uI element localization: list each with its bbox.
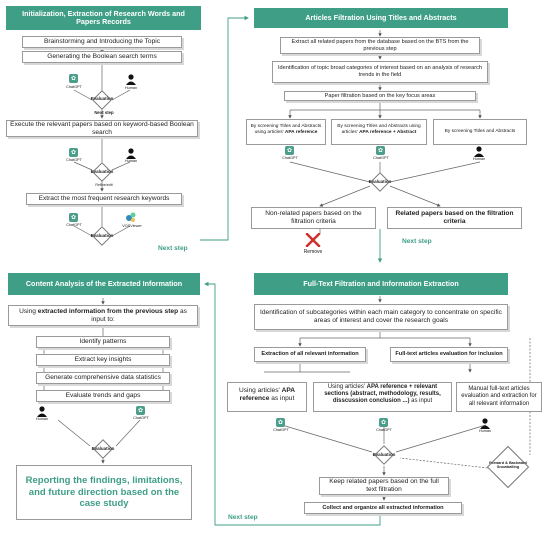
next-step-label: Next step — [402, 238, 432, 245]
remove-x-icon — [305, 233, 321, 247]
option-text: Using articles' — [327, 384, 367, 390]
panel2-option-apa: By screening Titles and Abstracts using … — [246, 119, 326, 145]
panel1-step-boolean: Generating the Boolean search terms — [22, 51, 182, 63]
human-icon — [126, 74, 136, 85]
panel4-option-apa: Using articles' APA reference as input — [227, 382, 307, 412]
vosviewer-icon — [126, 212, 136, 222]
panel3-item-insights: Extract key insights — [36, 354, 170, 366]
chatgpt-label: ChatGPT — [66, 85, 82, 89]
input-text: Using — [19, 308, 38, 315]
evaluation-label: Evaluation — [91, 446, 115, 451]
chatgpt-icon: ✿ — [285, 146, 294, 155]
human-icon — [126, 148, 136, 159]
option-text: as input — [409, 398, 433, 405]
panel3-input: Using extracted information from the pre… — [8, 305, 198, 326]
human-label: Human — [124, 159, 138, 163]
option-bold-text: APA reference — [239, 387, 296, 402]
refine-label: Refine/edit — [95, 183, 113, 187]
chatgpt-icon: ✿ — [69, 74, 78, 83]
panel4-collect: Collect and organize all extracted infor… — [304, 502, 462, 514]
chatgpt-label: ChatGPT — [133, 416, 149, 420]
evaluation-label: Evaluation — [90, 233, 114, 238]
input-text: as input to: — [91, 308, 187, 323]
next-step-label: Next step — [158, 245, 188, 252]
panel2-step-identify: Identification of topic broad categories… — [272, 61, 488, 83]
panel3-header: Content Analysis of the Extracted Inform… — [8, 273, 200, 295]
chatgpt-label: ChatGPT — [282, 156, 298, 160]
panel4-extract-all: Extraction of all relevant information — [254, 347, 366, 362]
panel2-option-manual: By screening Titles and Abstracts — [433, 119, 527, 145]
human-label: Human — [35, 417, 49, 421]
panel1-step-execute: Execute the relevant papers based on key… — [6, 120, 198, 137]
evaluation-label: Evaluation — [90, 96, 114, 101]
panel4-option-manual: Manual full-text articles evaluation and… — [456, 382, 542, 412]
chatgpt-label: ChatGPT — [373, 156, 389, 160]
evaluation-label: Evaluation — [368, 179, 392, 184]
panel4-step-subcategories: Identification of subcategories within e… — [254, 304, 508, 330]
remove-label: Remove — [303, 249, 323, 255]
panel1-step-keywords: Extract the most frequent research keywo… — [26, 193, 182, 205]
chatgpt-icon: ✿ — [69, 213, 78, 222]
panel3-item-statistics: Generate comprehensive data statistics — [36, 372, 170, 384]
human-icon — [474, 146, 484, 157]
panel2-related: Related papers based on the filtration c… — [387, 207, 522, 229]
snowball-label: Forward & Backward Snowballing — [489, 461, 527, 469]
chatgpt-icon: ✿ — [276, 418, 285, 427]
chatgpt-icon: ✿ — [69, 148, 78, 157]
chatgpt-label: ChatGPT — [376, 428, 392, 432]
human-icon — [480, 418, 490, 429]
option-text: as input — [269, 394, 295, 402]
panel2-step-filtration: Paper filtration based on the key focus … — [284, 91, 476, 101]
panel4-option-apa-sections: Using articles' APA reference + relevant… — [313, 382, 452, 412]
option-text: By screening Titles and Abstracts using … — [250, 124, 322, 135]
chatgpt-label: ChatGPT — [66, 158, 82, 162]
option-text: By screening Titles and Abstracts using … — [337, 124, 421, 135]
human-icon — [37, 406, 47, 417]
panel4-header: Full-Text Filtration and Information Ext… — [254, 273, 508, 295]
panel1-header: Initialization, Extraction of Research W… — [6, 6, 201, 30]
evaluation-label: Evaluation — [372, 452, 396, 457]
next-step-label: Next step — [228, 514, 258, 521]
panel3-final-report: Reporting the findings, limitations, and… — [16, 465, 192, 520]
panel2-nonrelated: Non-related papers based on the filtrati… — [251, 207, 376, 229]
chatgpt-label: ChatGPT — [273, 428, 289, 432]
human-label: Human — [124, 86, 138, 90]
panel2-header: Articles Filtration Using Titles and Abs… — [254, 8, 508, 28]
option-text: Using articles' — [238, 387, 282, 394]
next-step-inner-label: Next step — [94, 110, 114, 115]
chatgpt-icon: ✿ — [136, 406, 145, 415]
evaluation-label: Evaluation — [90, 169, 114, 174]
option-bold-text: APA reference — [284, 129, 318, 135]
vosviewer-label: VOSViewer — [122, 224, 142, 228]
panel3-item-patterns: Identify patterns — [36, 336, 170, 348]
panel2-step-extract: Extract all related papers from the data… — [280, 37, 480, 54]
panel2-option-apa-abstract: By screening Titles and Abstracts using … — [331, 119, 427, 145]
panel3-item-trends: Evaluate trends and gaps — [36, 390, 170, 402]
human-label: Human — [472, 157, 486, 161]
option-bold-text: APA reference + Abstract — [359, 129, 417, 135]
chatgpt-icon: ✿ — [379, 418, 388, 427]
panel4-fulltext-eval: Full-text articles evaluation for inclus… — [390, 347, 508, 362]
option-bold-text: APA reference + relevant sections (abstr… — [324, 384, 441, 405]
human-label: Human — [478, 429, 492, 433]
input-bold-text: extracted information from the previous … — [37, 308, 179, 315]
chatgpt-icon: ✿ — [376, 146, 385, 155]
panel1-step-brainstorm: Brainstorming and Introducing the Topic — [22, 36, 182, 48]
panel4-keep: Keep related papers based on the full te… — [319, 477, 449, 495]
chatgpt-label: ChatGPT — [66, 223, 82, 227]
